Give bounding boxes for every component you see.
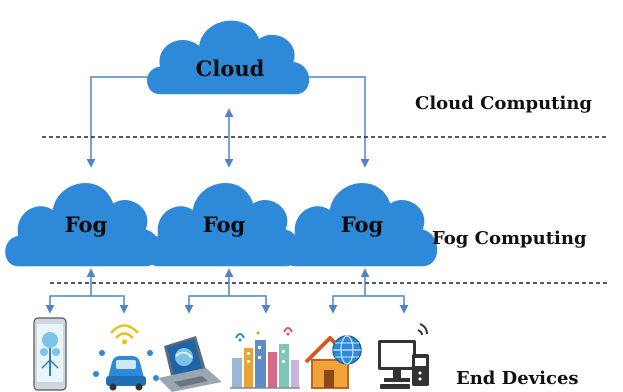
smartphone-icon — [33, 317, 67, 391]
smart-city-icon — [230, 327, 300, 389]
fog-label-left: Fog — [65, 212, 108, 237]
layer-label-cloud: Cloud Computing — [415, 93, 592, 114]
laptop-icon — [158, 336, 222, 392]
fog-label-right: Fog — [341, 212, 384, 237]
fog-device-connectors — [45, 268, 409, 314]
fog-label-mid: Fog — [203, 212, 246, 237]
smart-home-icon — [304, 335, 362, 389]
cloud-node — [147, 20, 310, 95]
desktop-computer-icon — [378, 323, 429, 389]
fog-node-right — [282, 182, 438, 267]
layer-label-end: End Devices — [456, 368, 579, 389]
connector-cloud-fog-left — [86, 72, 162, 168]
fog-node-left — [5, 182, 161, 267]
layer-label-fog: Fog Computing — [432, 228, 587, 249]
fog-node-mid — [145, 182, 301, 267]
connector-cloud-fog-right — [296, 72, 370, 168]
connected-car-icon — [93, 324, 159, 391]
cloud-label: Cloud — [196, 56, 265, 81]
